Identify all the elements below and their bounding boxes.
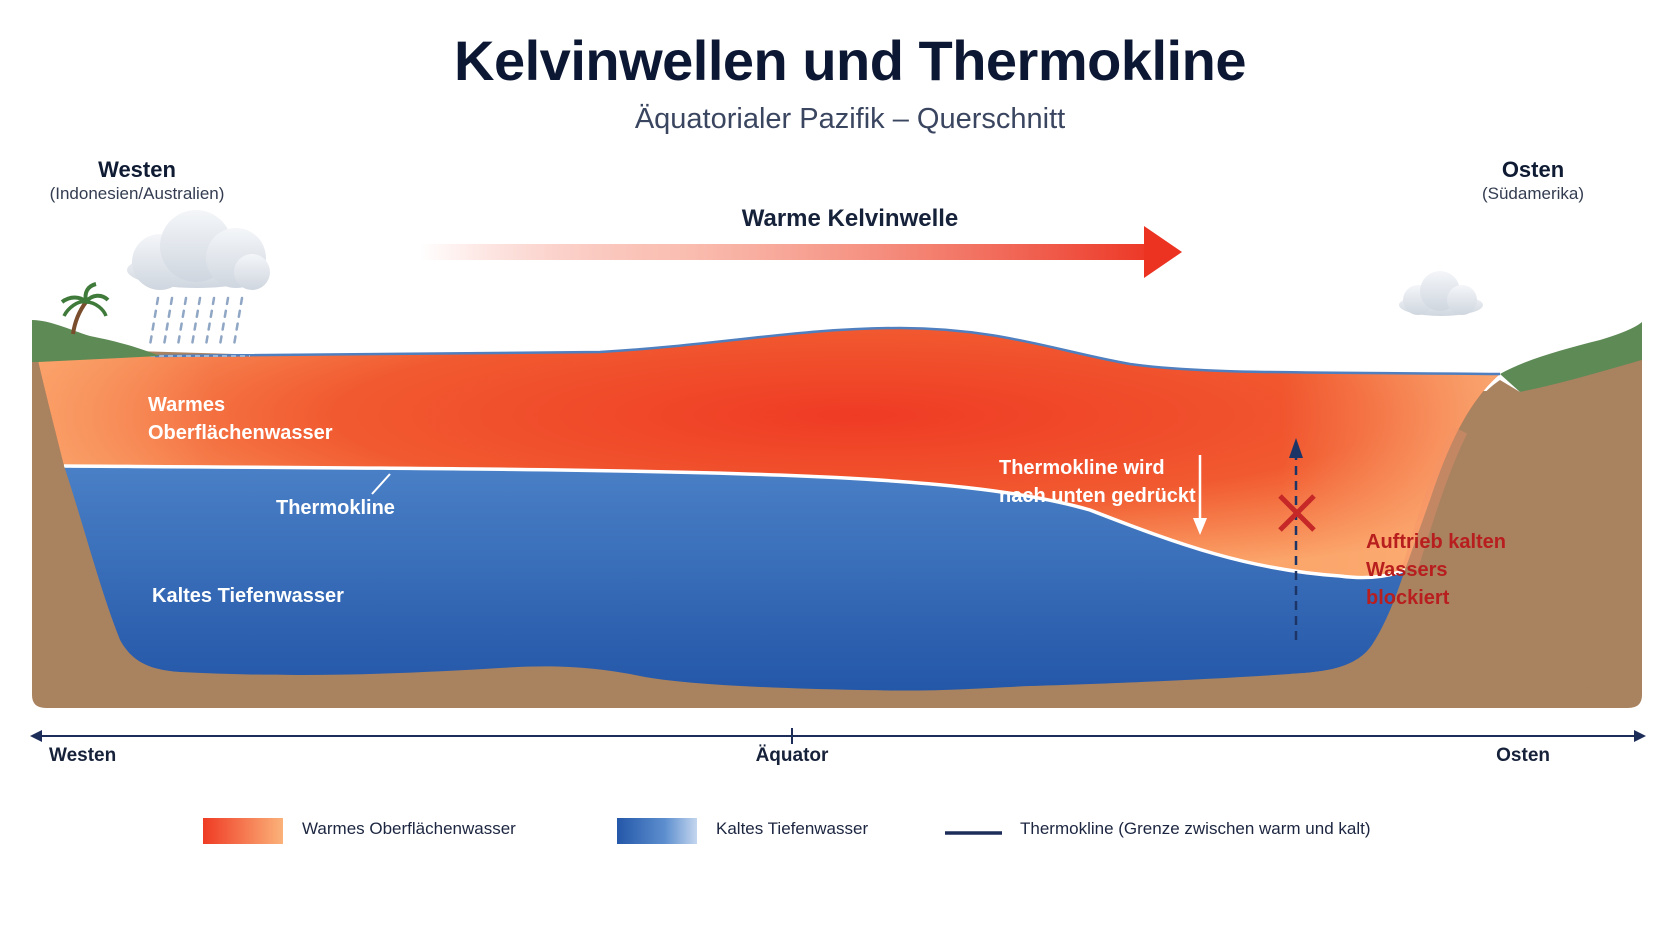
legend-warm-label: Warmes Oberflächenwasser [302,819,516,838]
rain-cloud-icon [127,210,270,347]
axis-equator-label: Äquator [755,745,829,766]
legend-cold-swatch [617,818,697,844]
page-title: Kelvinwellen und Thermokline [454,29,1246,92]
warm-water-label: Warmes Oberflächenwasser [148,394,333,444]
legend-cold-label: Kaltes Tiefenwasser [716,819,869,838]
up-arrow-icon [1289,438,1303,640]
wave-arrow-icon [420,226,1182,278]
east-region-title: Osten [1501,157,1565,182]
west-east-axis [30,728,1646,744]
west-region-title: Westen [98,157,176,182]
legend-thermocline-label: Thermokline (Grenze zwischen warm und ka… [1020,819,1371,838]
west-landmass [32,320,160,362]
east-region-detail: (Südamerika) [1481,184,1585,203]
blocked-x-icon [1278,494,1316,532]
legend-warm-swatch [203,818,283,844]
east-landmass [1500,322,1642,392]
axis-east-label: Osten [1496,745,1550,766]
west-region-detail: (Indonesien/Australien) [49,184,225,203]
axis-west-label: Westen [49,745,117,766]
upwelling-blocked-label: Auftrieb kalten Wassers blockiert [1366,531,1507,609]
cold-water-layer [64,466,1405,691]
sea-surface-line [154,326,1501,376]
page-subtitle: Äquatorialer Pazifik – Querschnitt [634,103,1066,135]
thermocline-pushed-label: Thermokline wird nach unten gedrückt [999,457,1196,507]
down-arrow-icon [1193,455,1207,535]
thermocline-label: Thermokline [276,497,395,519]
palm-tree-icon [60,282,110,335]
cold-water-label: Kaltes Tiefenwasser [152,585,344,607]
thermocline-line [63,464,1406,580]
cloud-icon [1399,271,1483,316]
kelvin-wave-label: Warme Kelvinwelle [741,205,959,232]
